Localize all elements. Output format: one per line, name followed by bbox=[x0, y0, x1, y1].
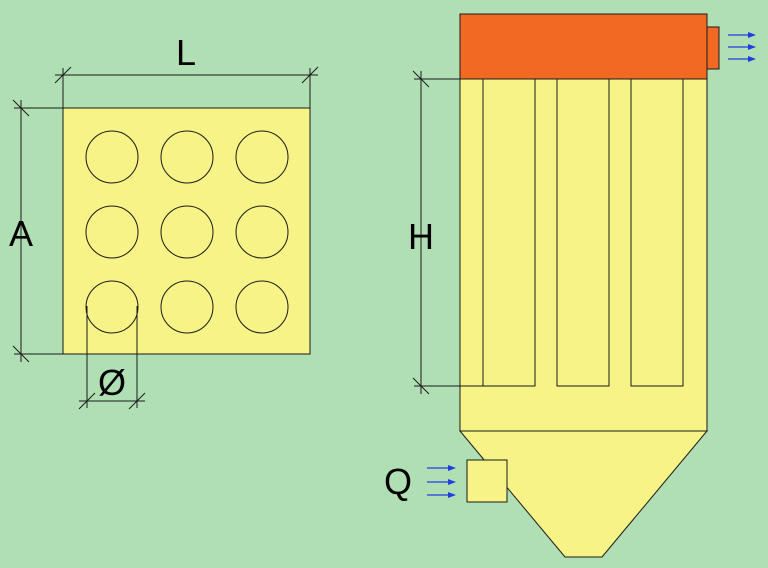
filter-hole bbox=[160, 280, 214, 334]
outlet-duct bbox=[706, 26, 720, 70]
height-label: H bbox=[408, 216, 434, 257]
clean-air-plenum bbox=[459, 13, 708, 80]
inlet-arrowhead bbox=[448, 465, 456, 471]
diameter-tick-right bbox=[128, 392, 146, 410]
length-dimension bbox=[54, 66, 319, 108]
collector-side-view: H Q bbox=[384, 13, 756, 558]
diameter-label: Ø bbox=[98, 362, 126, 403]
filter-bag bbox=[482, 78, 536, 387]
height-tick-top bbox=[412, 70, 430, 88]
outlet-arrowhead bbox=[748, 44, 756, 50]
filter-hole bbox=[235, 205, 289, 259]
width-tick-top bbox=[12, 99, 30, 117]
inlet-arrowhead bbox=[448, 492, 456, 498]
filter-hole bbox=[235, 280, 289, 334]
inlet-duct bbox=[466, 459, 508, 503]
height-dimension bbox=[412, 70, 483, 395]
diameter-dimension bbox=[78, 306, 146, 410]
filter-bags bbox=[482, 78, 684, 387]
tube-sheet-plate bbox=[62, 107, 311, 355]
tube-sheet-view: L A Ø bbox=[9, 32, 319, 410]
filter-hole bbox=[160, 205, 214, 259]
length-tick-left bbox=[54, 66, 72, 84]
filter-hole bbox=[85, 130, 139, 184]
filter-holes bbox=[85, 130, 289, 334]
filter-hole bbox=[160, 130, 214, 184]
outlet-arrowhead bbox=[748, 32, 756, 38]
height-tick-bottom bbox=[412, 377, 430, 395]
width-label: A bbox=[9, 213, 33, 254]
outlet-arrowhead bbox=[748, 56, 756, 62]
filter-hole bbox=[235, 130, 289, 184]
length-label: L bbox=[176, 32, 196, 73]
filter-bag bbox=[556, 78, 610, 387]
flow-label: Q bbox=[384, 461, 412, 502]
inlet-arrowhead bbox=[448, 479, 456, 485]
outlet-flow-arrows bbox=[728, 32, 756, 62]
width-tick-bottom bbox=[12, 345, 30, 363]
inlet-flow-arrows bbox=[427, 465, 456, 498]
length-tick-right bbox=[301, 66, 319, 84]
filter-hole bbox=[85, 280, 139, 334]
width-dimension bbox=[12, 99, 63, 363]
filter-hole bbox=[85, 205, 139, 259]
filter-bag bbox=[630, 78, 684, 387]
diameter-tick-left bbox=[78, 392, 96, 410]
